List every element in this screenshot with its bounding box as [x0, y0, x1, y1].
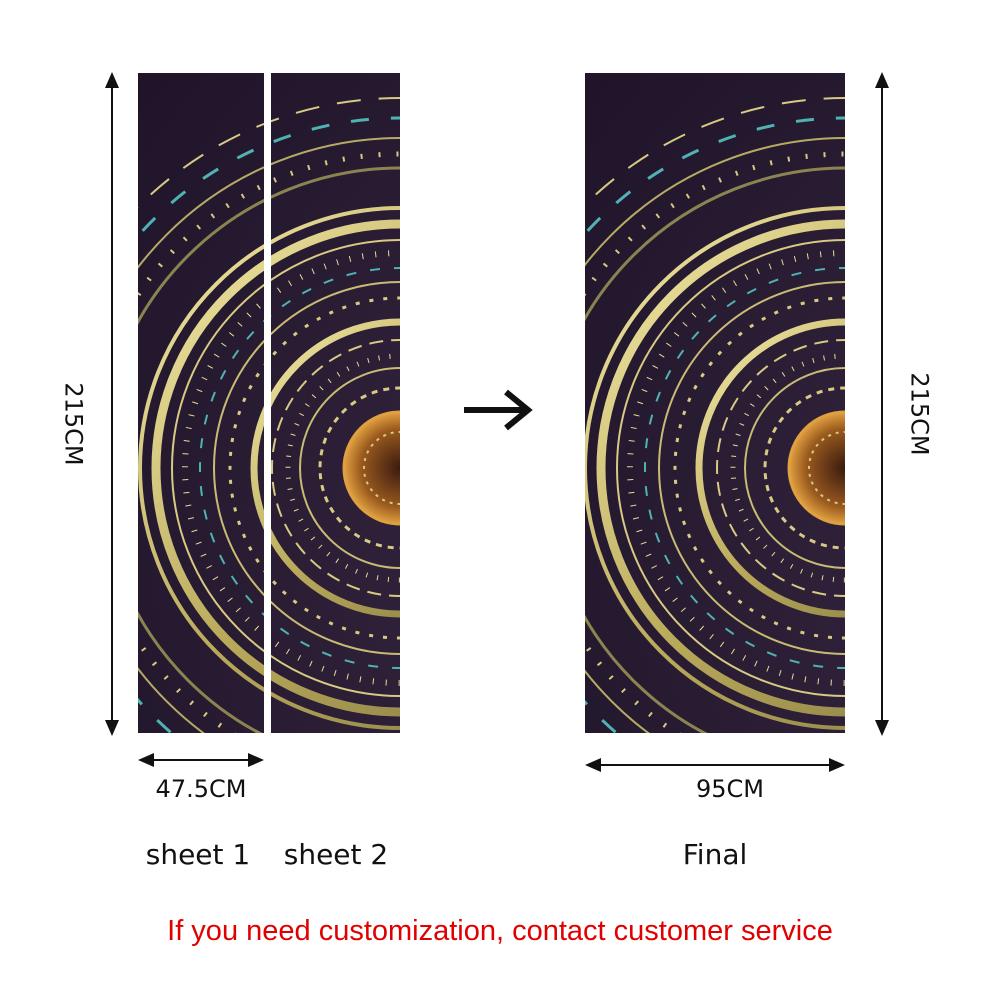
- left-width-dimension: [138, 750, 264, 774]
- left-width-arrow-icon: [138, 753, 264, 767]
- sheet-1-panel: [138, 73, 264, 733]
- left-height-label: 215CM: [59, 382, 88, 466]
- left-height-arrow-icon: [105, 72, 119, 736]
- right-height-dimension: [870, 72, 894, 740]
- right-arrow-icon: [462, 388, 534, 436]
- left-width-label: 47.5CM: [155, 775, 247, 803]
- customization-notice: If you need customization, contact custo…: [167, 915, 833, 947]
- left-height-dimension: [100, 72, 124, 740]
- sheet-2-label: sheet 2: [283, 838, 389, 871]
- right-height-label: 215CM: [905, 372, 934, 456]
- final-panel: [585, 73, 845, 733]
- right-width-dimension: [585, 755, 845, 779]
- final-label: Final: [682, 838, 748, 871]
- right-width-arrow-icon: [585, 758, 845, 772]
- right-height-arrow-icon: [875, 72, 889, 736]
- right-width-label: 95CM: [695, 775, 764, 803]
- sheet-2-panel: [271, 73, 400, 733]
- sheet-1-label: sheet 1: [145, 838, 251, 871]
